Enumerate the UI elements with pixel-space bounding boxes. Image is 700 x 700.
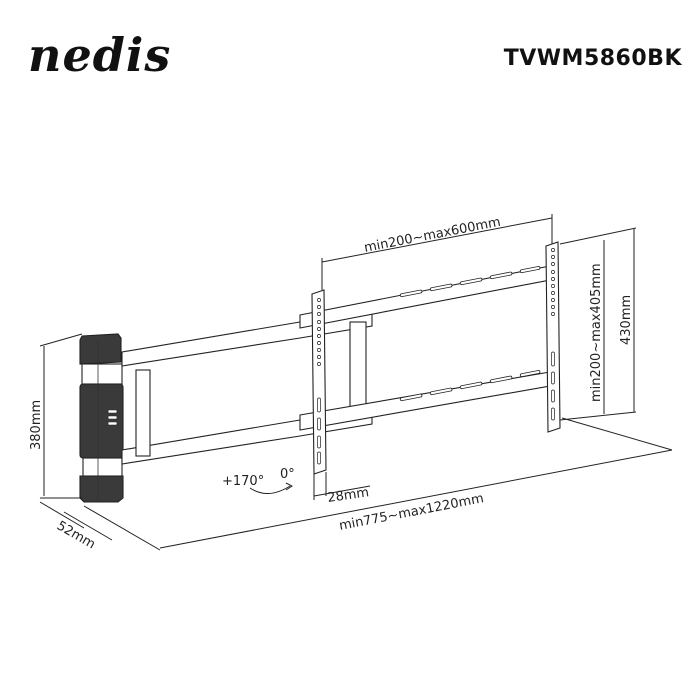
label-swivel-zero: 0°	[280, 467, 295, 482]
label-swivel-plus: +170°	[222, 474, 264, 489]
label-vesa-horizontal: min200~max600mm	[363, 215, 502, 256]
brand-logo: nedis	[28, 28, 172, 82]
dimension-lines	[39, 214, 673, 551]
horizontal-rails	[299, 265, 551, 431]
label-profile-depth: 28mm	[326, 485, 370, 506]
label-vesa-vertical: min200~max405mm	[589, 263, 604, 402]
swing-arms	[121, 309, 373, 465]
model-number: TVWM5860BK	[503, 46, 682, 71]
left-vesa-bracket	[311, 289, 327, 475]
wall-plate-column	[79, 333, 124, 503]
right-vesa-bracket	[545, 241, 561, 433]
label-bracket-height: 430mm	[619, 295, 634, 345]
label-wall-plate-height: 380mm	[29, 400, 44, 450]
